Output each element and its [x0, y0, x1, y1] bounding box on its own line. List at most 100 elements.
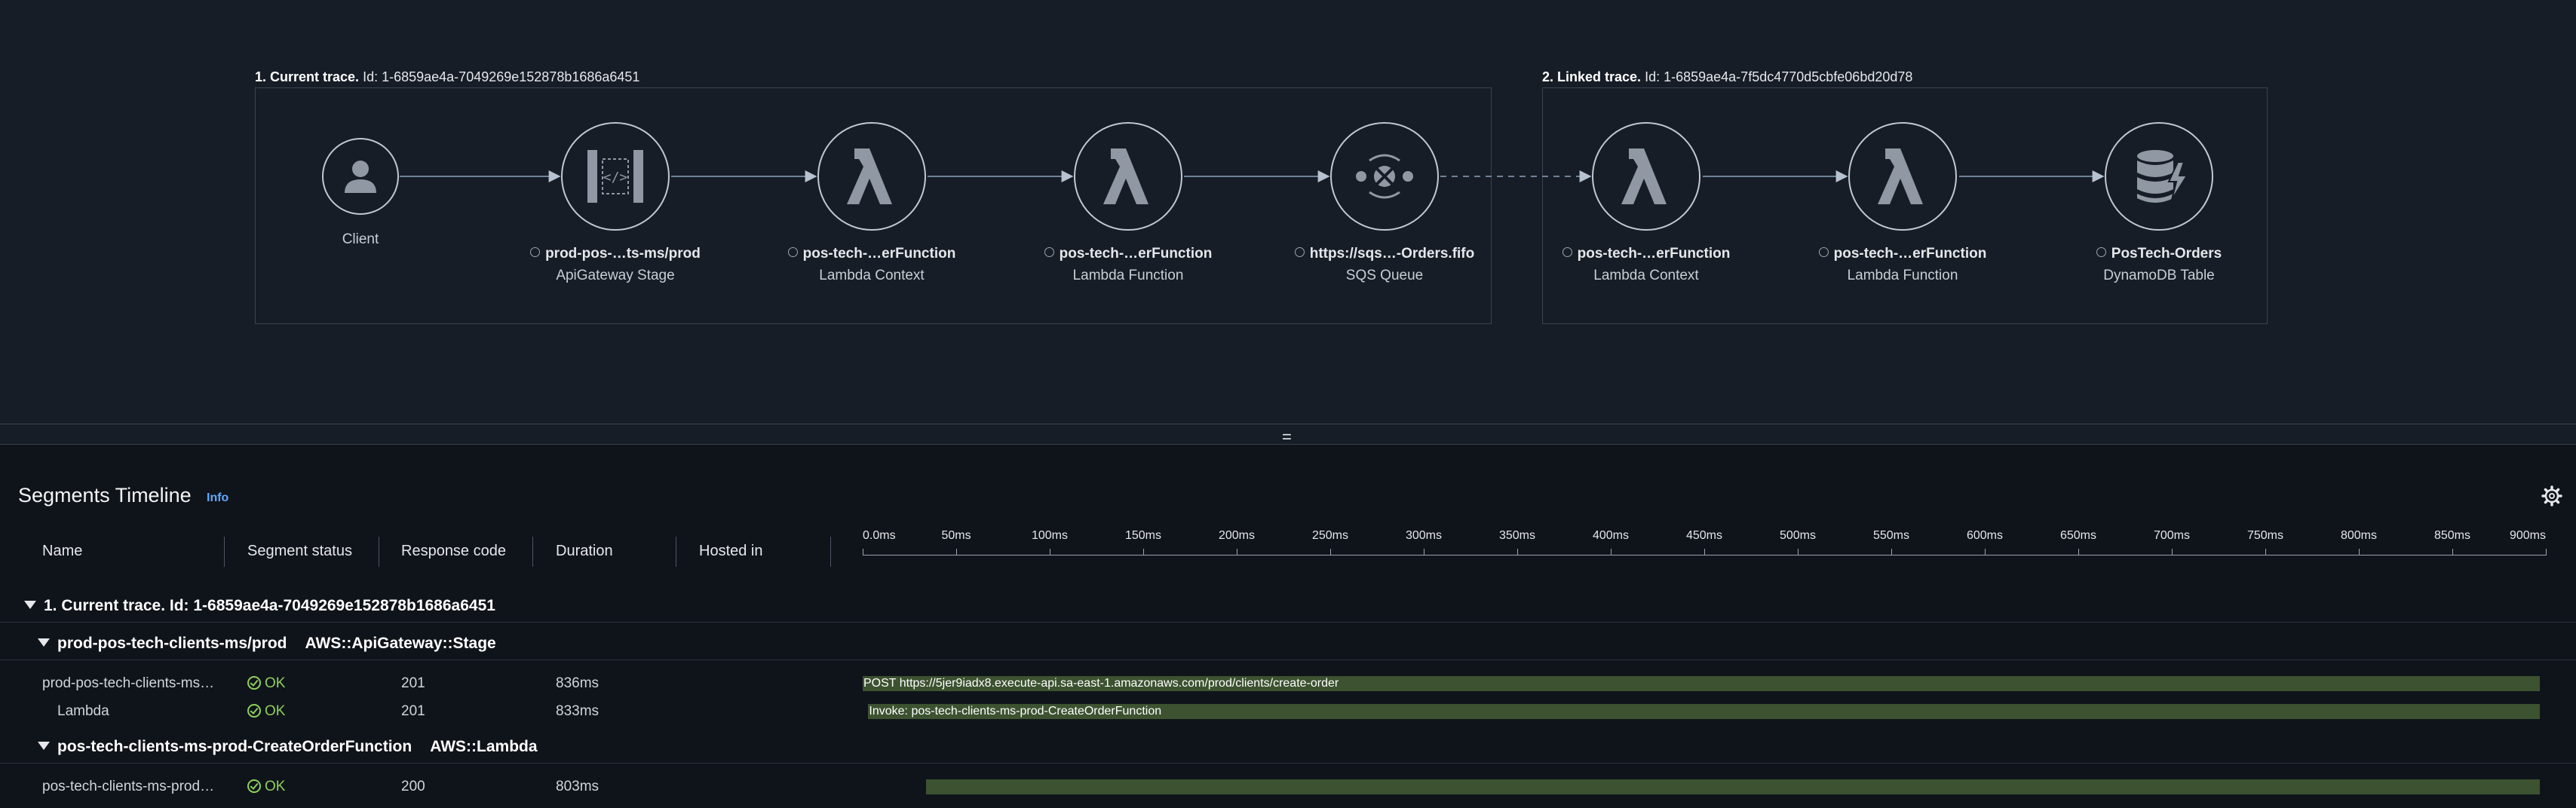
- check-circle-icon: [247, 704, 261, 718]
- segment-group-row[interactable]: pos-tech-clients-ms-prod-CreateOrderFunc…: [0, 733, 2576, 764]
- axis-tick-label: 400ms: [1592, 529, 1630, 542]
- axis-tick-label: 0.0ms: [863, 529, 896, 542]
- info-link[interactable]: Info: [207, 491, 229, 504]
- axis-tick-label: 700ms: [2153, 529, 2191, 542]
- trace-map: 1. Current trace. Id: 1-6859ae4a-7049269…: [247, 69, 2272, 324]
- axis-tick-label: 800ms: [2340, 529, 2378, 542]
- axis-tick: [1798, 549, 1799, 556]
- column-divider[interactable]: [830, 537, 831, 567]
- axis-tick-label: 650ms: [2059, 529, 2097, 542]
- axis-tick-label: 900ms: [2509, 529, 2546, 542]
- axis-tick: [2265, 549, 2266, 556]
- trace-group-row[interactable]: 1. Current trace. Id: 1-6859ae4a-7049269…: [0, 592, 2576, 623]
- segment-status: OK: [247, 703, 285, 720]
- sqs-icon: [1330, 122, 1439, 231]
- axis-tick: [2359, 549, 2360, 556]
- node-sqs-queue[interactable]: https://sqs…-Orders.fifo SQS Queue: [1271, 122, 1498, 284]
- axis-tick-label: 350ms: [1498, 529, 1536, 542]
- segment-bar[interactable]: [926, 779, 2540, 794]
- check-circle-icon: [247, 676, 261, 690]
- response-code: 201: [401, 703, 425, 719]
- column-header-response-code[interactable]: Response code: [401, 543, 506, 559]
- node-type: Lambda Context: [1593, 268, 1699, 283]
- axis-tick-label: 200ms: [1218, 529, 1256, 542]
- caret-down-icon[interactable]: [38, 638, 50, 647]
- node-name: https://sqs…-Orders.fifo: [1271, 246, 1498, 262]
- axis-tick: [2078, 549, 2079, 556]
- column-header-duration[interactable]: Duration: [556, 543, 613, 559]
- lambda-icon: [1074, 122, 1182, 231]
- lambda-icon: [817, 122, 926, 231]
- segments-timeline-panel: Segments Timeline Info Name Segment stat…: [0, 445, 2576, 808]
- segment-name: prod-pos-tech-clients-ms…: [42, 675, 215, 691]
- user-icon: [322, 138, 399, 215]
- column-header-name[interactable]: Name: [42, 543, 83, 559]
- axis-tick: [1704, 549, 1705, 556]
- segment-status: OK: [247, 675, 285, 692]
- lambda-icon: [1848, 122, 1957, 231]
- axis-tick: [2172, 549, 2173, 556]
- node-type: Lambda Context: [819, 268, 925, 283]
- node-lambda-context[interactable]: pos-tech-…erFunction Lambda Context: [759, 122, 985, 284]
- axis-tick-label: 450ms: [1685, 529, 1723, 542]
- node-type: DynamoDB Table: [2103, 268, 2215, 283]
- segments-timeline-title: Segments Timeline: [18, 484, 192, 507]
- column-header-hosted-in[interactable]: Hosted in: [699, 543, 763, 559]
- segment-bar[interactable]: [863, 676, 2540, 691]
- caret-down-icon[interactable]: [24, 601, 36, 609]
- axis-tick-label: 250ms: [1311, 529, 1349, 542]
- column-header-status[interactable]: Segment status: [247, 543, 352, 559]
- segment-duration: 833ms: [556, 703, 600, 719]
- node-linked-lambda-context[interactable]: pos-tech-…erFunction Lambda Context: [1533, 122, 1759, 284]
- segment-row[interactable]: prod-pos-tech-clients-ms… OK 201 836ms P…: [0, 671, 2576, 696]
- current-trace-box: [255, 87, 1492, 324]
- axis-tick: [1985, 549, 1986, 556]
- column-divider[interactable]: [532, 537, 533, 567]
- segment-row[interactable]: Lambda OK 201 833ms Invoke: pos-tech-cli…: [0, 699, 2576, 724]
- node-type: ApiGateway Stage: [556, 268, 675, 283]
- segment-bar-label: POST https://5jer9iadx8.execute-api.sa-e…: [863, 677, 1339, 690]
- node-name: pos-tech-…erFunction: [759, 246, 985, 262]
- node-name: pos-tech-…erFunction: [1789, 246, 2016, 262]
- axis-tick: [1611, 549, 1612, 556]
- node-client[interactable]: Client: [247, 138, 474, 248]
- node-apigateway-stage[interactable]: </> prod-pos-…ts-ms/prod ApiGateway Stag…: [502, 122, 728, 284]
- node-lambda-function[interactable]: pos-tech-…erFunction Lambda Function: [1015, 122, 1241, 284]
- drag-handle-icon[interactable]: =: [1282, 427, 1292, 446]
- node-name: pos-tech-…erFunction: [1533, 246, 1759, 262]
- segment-name: pos-tech-clients-ms-prod…: [42, 779, 215, 794]
- node-name: pos-tech-…erFunction: [1015, 246, 1241, 262]
- column-divider[interactable]: [224, 537, 225, 567]
- lambda-icon: [1592, 122, 1700, 231]
- axis-tick-label: 50ms: [941, 529, 971, 542]
- node-linked-lambda-function[interactable]: pos-tech-…erFunction Lambda Function: [1789, 122, 2016, 284]
- axis-tick: [1517, 549, 1518, 556]
- axis-tick-label: 850ms: [2433, 529, 2471, 542]
- current-trace-heading: 1. Current trace. Id: 1-6859ae4a-7049269…: [255, 69, 640, 84]
- response-code: 200: [401, 779, 425, 794]
- segment-row[interactable]: pos-tech-clients-ms-prod… OK 200 803ms: [0, 774, 2576, 800]
- axis-tick-label: 750ms: [2246, 529, 2284, 542]
- segment-name: Lambda: [57, 703, 109, 719]
- node-type: Lambda Function: [1072, 268, 1184, 283]
- dynamodb-icon: [2105, 122, 2213, 231]
- api-gateway-icon: </>: [561, 122, 670, 231]
- node-type: Lambda Function: [1847, 268, 1958, 283]
- segment-status: OK: [247, 779, 285, 795]
- segment-bar[interactable]: [868, 704, 2540, 719]
- axis-tick: [1330, 549, 1331, 556]
- caret-down-icon[interactable]: [38, 742, 50, 750]
- trace-edges: [400, 170, 2105, 182]
- panel-resize-splitter[interactable]: =: [0, 424, 2576, 446]
- linked-trace-heading: 2. Linked trace. Id: 1-6859ae4a-7f5dc477…: [1542, 69, 1913, 84]
- gear-icon[interactable]: [2541, 485, 2562, 507]
- node-name: prod-pos-…ts-ms/prod: [502, 246, 728, 262]
- axis-tick: [1143, 549, 1144, 556]
- segment-duration: 803ms: [556, 779, 600, 794]
- linked-trace-box: [1542, 87, 2268, 324]
- axis-tick-label: 500ms: [1779, 529, 1817, 542]
- node-name: PosTech-Orders: [2046, 246, 2272, 262]
- node-dynamodb-table[interactable]: PosTech-Orders DynamoDB Table: [2046, 122, 2272, 284]
- svg-text:</>: </>: [603, 170, 628, 185]
